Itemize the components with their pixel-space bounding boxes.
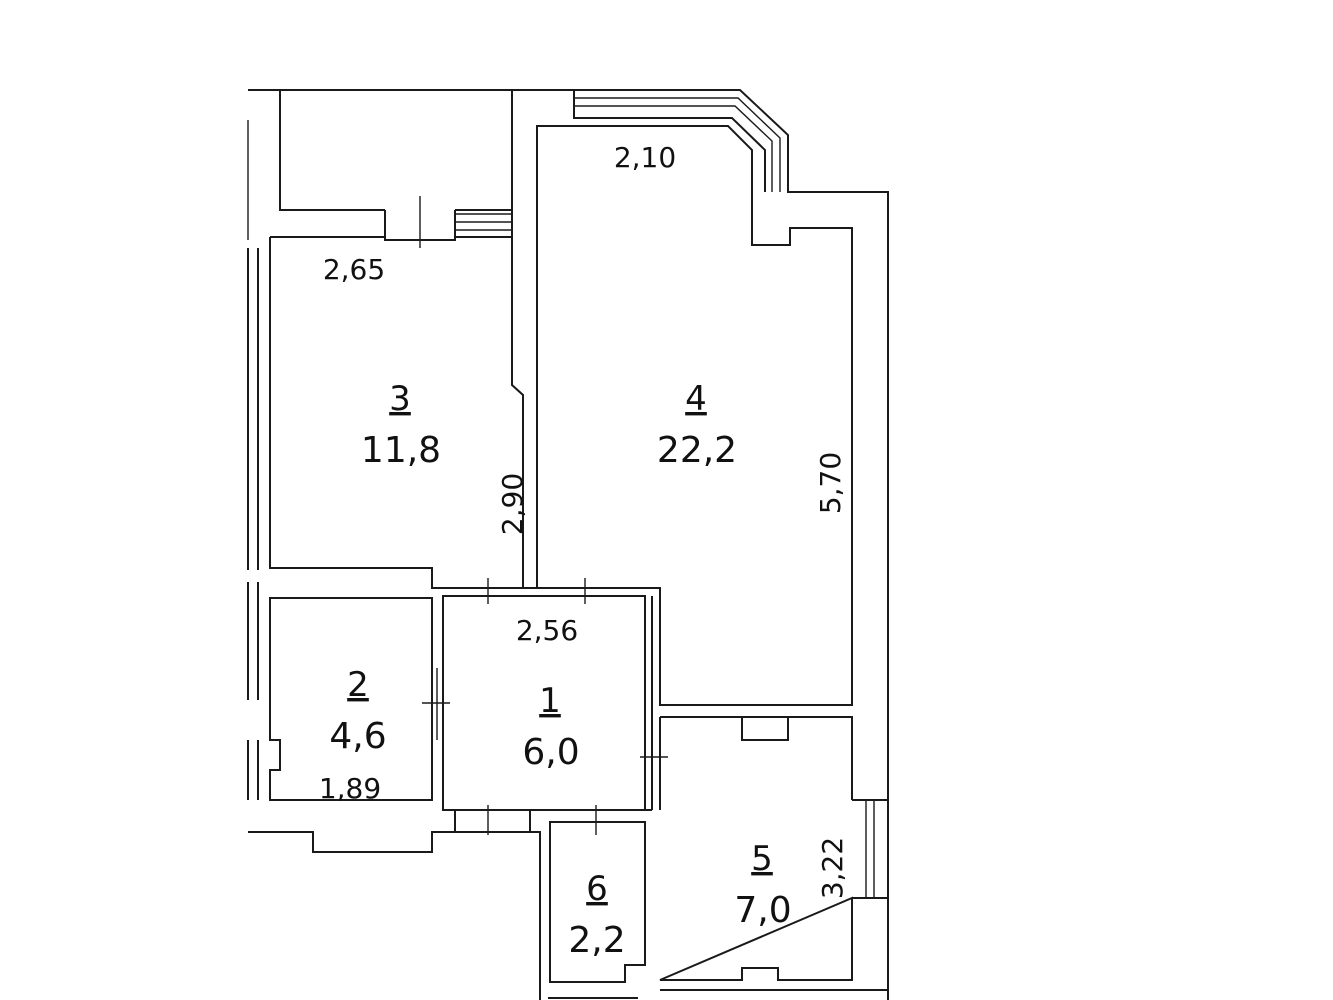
room-area: 7,0 [734,890,791,931]
room-2-label: 2 4,6 [329,665,386,757]
room-4-label: 4 22,2 [657,379,737,471]
dim-room1-top: 2,56 [516,614,578,647]
room-area: 22,2 [657,430,737,471]
room-number: 2 [347,665,369,705]
dim-room4-top: 2,10 [614,141,676,174]
room-number: 3 [389,379,411,419]
door-marks [419,196,668,835]
room-area: 2,2 [568,920,625,961]
room-number: 1 [539,681,561,721]
room-number: 4 [685,379,707,419]
walls [247,89,889,1000]
room-3-label: 3 11,8 [361,379,441,471]
room-area: 6,0 [522,732,579,773]
dim-room3-top: 2,65 [323,253,385,286]
room-number: 5 [751,839,773,879]
room-5-label: 5 7,0 [734,839,791,931]
dimension-labels: 2,10 2,65 2,90 5,70 2,56 1,89 3,22 [319,141,849,899]
dim-room4-side: 5,70 [814,452,847,514]
room-area: 4,6 [329,716,386,757]
room-6-label: 6 2,2 [568,869,625,961]
room-number: 6 [586,869,608,909]
room-area: 11,8 [361,430,441,471]
dim-room5-side: 3,22 [816,837,849,899]
dim-room2-bottom: 1,89 [319,772,381,805]
room-1-label: 1 6,0 [522,681,579,773]
dim-room3-side: 2,90 [496,473,529,535]
